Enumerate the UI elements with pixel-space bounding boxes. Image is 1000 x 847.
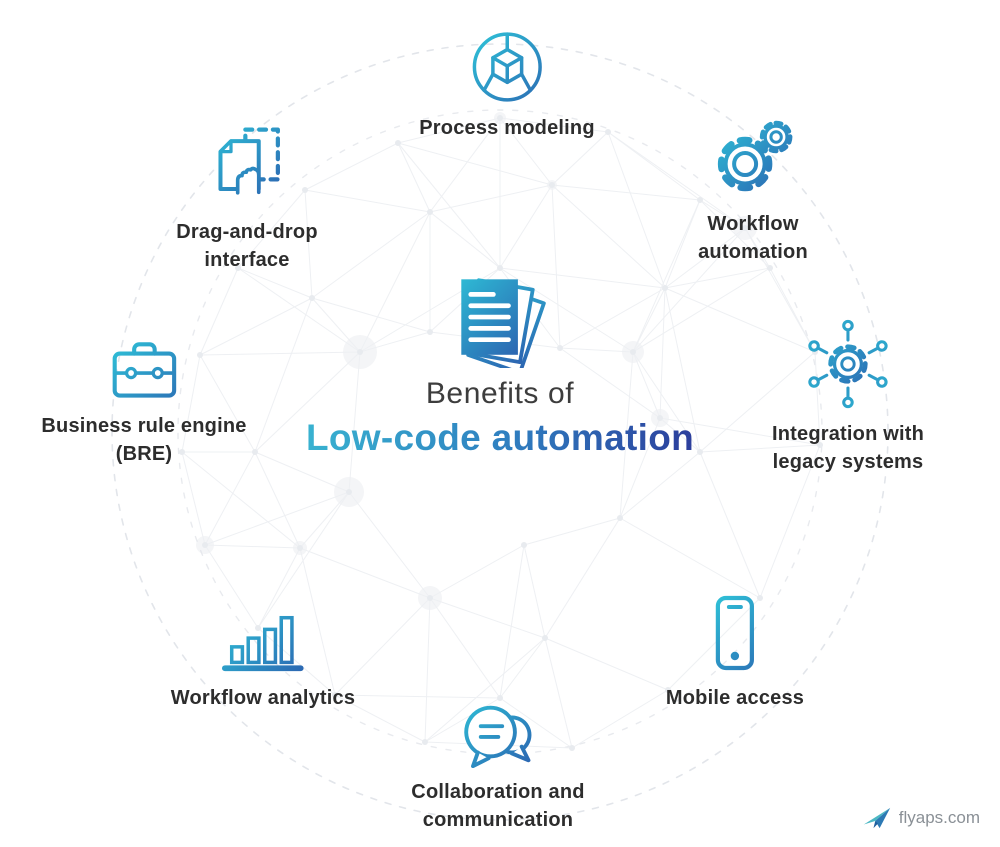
benefit-label: Workflow automation xyxy=(698,213,808,263)
cube-network-icon xyxy=(472,32,542,102)
gears-icon xyxy=(717,120,793,192)
flyaps-brand-link[interactable]: flyaps.com xyxy=(862,804,980,831)
bar-chart-icon xyxy=(222,615,304,672)
benefit-item-mobile-access: Mobile access xyxy=(666,594,804,712)
drag-document-icon xyxy=(218,127,280,195)
center-group: Benefits of Low-code automation xyxy=(306,268,694,460)
title-line-light: Benefits of xyxy=(425,377,575,410)
briefcase-icon xyxy=(112,342,176,398)
chat-bubbles-icon xyxy=(464,705,532,769)
benefit-item-drag-and-drop: Drag-and-drop interface xyxy=(176,122,318,274)
benefit-label: Process modeling xyxy=(419,117,595,139)
benefit-item-collaboration: Collaboration and communication xyxy=(411,696,585,834)
brand-text: flyaps.com xyxy=(898,807,980,827)
benefit-label: Mobile access xyxy=(665,687,805,709)
smartphone-icon xyxy=(715,595,755,671)
benefit-label: Collaboration and communication xyxy=(411,781,585,831)
benefit-item-workflow-analytics: Workflow analytics xyxy=(171,608,355,712)
benefit-label: Business rule engine (BRE) xyxy=(41,415,247,465)
gear-connections-icon xyxy=(808,319,888,409)
benefit-label: Integration with legacy systems xyxy=(771,423,925,473)
documents-stack-icon xyxy=(461,278,546,368)
paper-plane-icon xyxy=(863,807,890,829)
benefit-item-workflow-automation: Workflow automation xyxy=(698,114,808,266)
title-line-bold: Low-code automation xyxy=(305,417,695,458)
benefit-item-process-modeling: Process modeling xyxy=(419,28,595,142)
benefit-item-business-rule-engine: Business rule engine (BRE) xyxy=(41,338,246,468)
benefit-label: Workflow analytics xyxy=(170,687,356,709)
benefit-label: Drag-and-drop interface xyxy=(176,221,318,271)
benefit-item-integration-legacy: Integration with legacy systems xyxy=(772,316,924,476)
